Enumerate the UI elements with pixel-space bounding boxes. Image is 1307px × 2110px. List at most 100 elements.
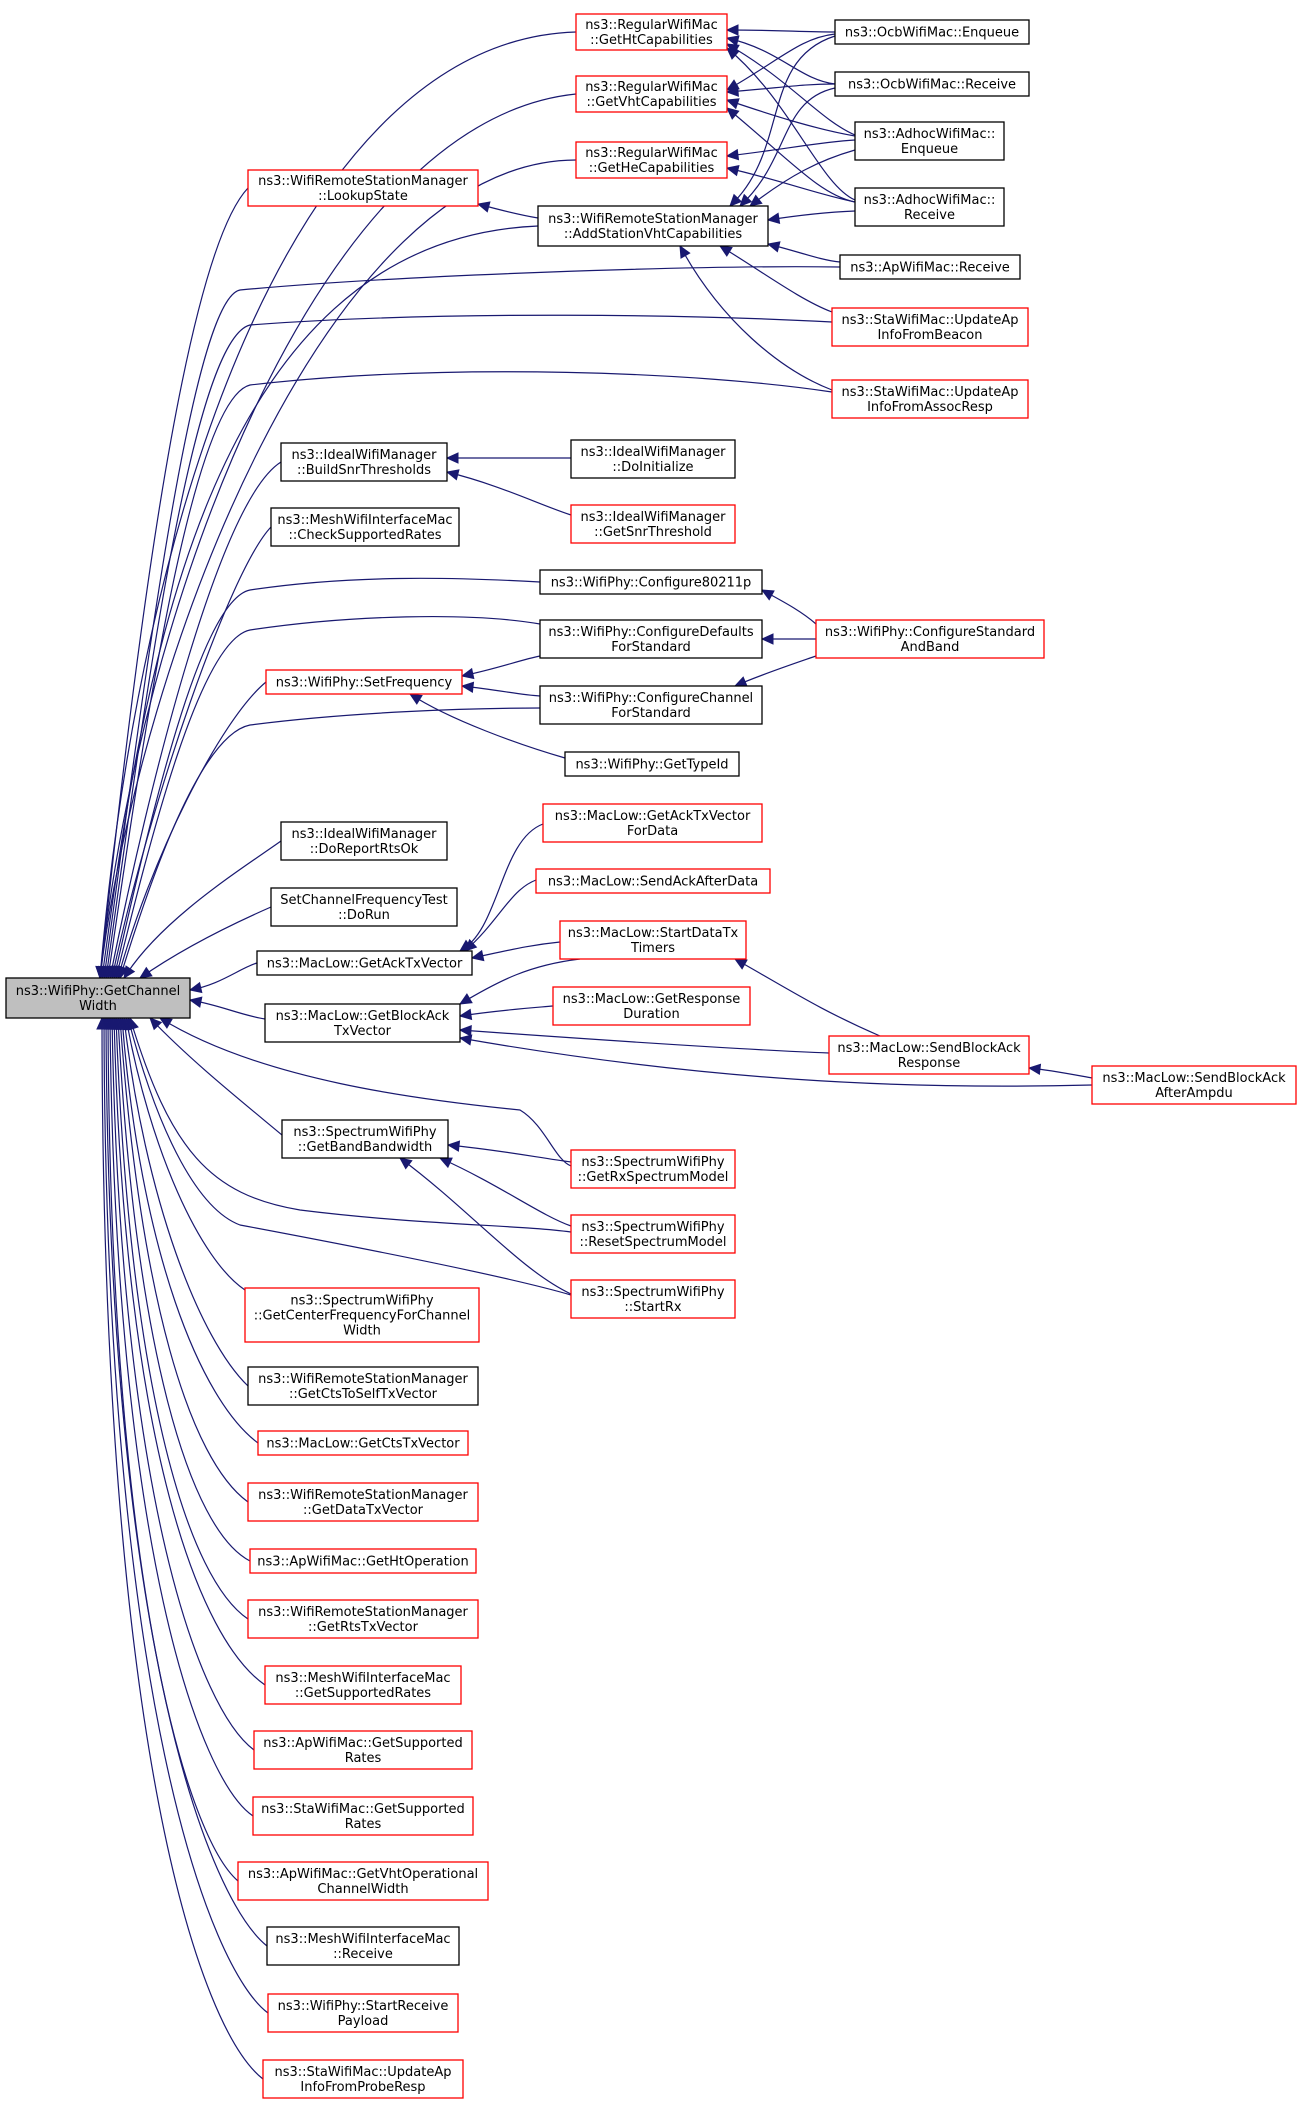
edge-root_meshsup <box>113 1017 266 1686</box>
node-box <box>834 19 1030 45</box>
node-stasup[interactable]: ns3::StaWifiMac::GetSupportedRates <box>252 1796 474 1836</box>
node-label: ns3::MacLow::GetAckTxVector <box>555 809 751 824</box>
node-apsup[interactable]: ns3::ApWifiMac::GetSupportedRates <box>253 1730 473 1770</box>
node-doinit[interactable]: ns3::IdealWifiManager::DoInitialize <box>570 439 736 479</box>
node-typeid[interactable]: ns3::WifiPhy::GetTypeId <box>564 751 740 777</box>
node-vhtop[interactable]: ns3::ApWifiMac::GetVhtOperationalChannel… <box>237 1861 489 1901</box>
node-ocbenq[interactable]: ns3::OcbWifiMac::Enqueue <box>834 19 1030 45</box>
edge-startdata_sendbaresp <box>734 958 881 1037</box>
node-htop[interactable]: ns3::ApWifiMac::GetHtOperation <box>249 1548 477 1574</box>
edge-root_htcap <box>99 31 577 979</box>
arrowhead-setfreq_confdef <box>460 667 475 680</box>
edge-root_ctsself <box>123 1017 249 1387</box>
node-sendack[interactable]: ns3::MacLow::SendAckAfterData <box>535 868 771 894</box>
node-label: InfoFromProbeResp <box>300 2080 425 2095</box>
node-getrxspec[interactable]: ns3::SpectrumWifiPhy::GetRxSpectrumModel <box>570 1149 736 1189</box>
edge-root_confchan <box>119 707 541 979</box>
edge-setfreq_confdef <box>461 655 541 677</box>
node-confdef[interactable]: ns3::WifiPhy::ConfigureDefaultsForStanda… <box>539 619 763 659</box>
edge-hecap_adhocenq <box>726 139 856 157</box>
node-label: ns3::StaWifiMac::UpdateAp <box>841 313 1018 328</box>
node-getack[interactable]: ns3::MacLow::GetAckTxVector <box>256 950 473 976</box>
edge-root_ctstx <box>121 1017 259 1444</box>
arrowhead-root_rtsok <box>123 965 136 980</box>
node-rtsok[interactable]: ns3::IdealWifiManager::DoReportRtsOk <box>280 821 448 861</box>
arrowhead-confstd_conf80211p <box>760 589 775 601</box>
node-getcenter[interactable]: ns3::SpectrumWifiPhy::GetCenterFrequency… <box>244 1287 480 1343</box>
node-meshrecv[interactable]: ns3::MeshWifiInterfaceMac::Receive <box>266 1926 460 1966</box>
node-box <box>244 1287 480 1343</box>
node-confchan[interactable]: ns3::WifiPhy::ConfigureChannelForStandar… <box>539 685 763 725</box>
node-adhocrecv[interactable]: ns3::AdhocWifiMac::Receive <box>854 187 1005 227</box>
node-vhtcap[interactable]: ns3::RegularWifiMac::GetVhtCapabilities <box>575 75 728 113</box>
arrowhead-hecap_adhocrecv <box>725 164 740 177</box>
node-label: ::DoReportRtsOk <box>310 842 419 857</box>
edge-htcap_ocbrecv <box>726 37 836 85</box>
node-ocbrecv[interactable]: ns3::OcbWifiMac::Receive <box>834 71 1030 97</box>
edge-getblockack_getresp <box>459 1005 554 1017</box>
node-label: ::ResetSpectrumModel <box>579 1235 726 1250</box>
node-ctsself[interactable]: ns3::WifiRemoteStationManager::GetCtsToS… <box>247 1366 479 1406</box>
node-setfreq[interactable]: ns3::WifiPhy::SetFrequency <box>265 669 463 695</box>
node-box <box>249 1548 477 1574</box>
arrowhead-sendbaresp_sendbaampdu <box>1027 1063 1042 1076</box>
edge-htcap_adhocenq <box>726 43 856 136</box>
node-getsnr[interactable]: ns3::IdealWifiManager::GetSnrThreshold <box>570 504 736 544</box>
node-staprobe[interactable]: ns3::StaWifiMac::UpdateApInfoFromProbeRe… <box>262 2059 464 2099</box>
node-box <box>247 169 479 207</box>
node-lookup[interactable]: ns3::WifiRemoteStationManager::LookupSta… <box>247 169 479 207</box>
node-datatx[interactable]: ns3::WifiRemoteStationManager::GetDataTx… <box>247 1482 479 1522</box>
node-conf80211p[interactable]: ns3::WifiPhy::Configure80211p <box>539 569 763 595</box>
node-hecap[interactable]: ns3::RegularWifiMac::GetHeCapabilities <box>575 141 728 179</box>
node-buildsnr[interactable]: ns3::IdealWifiManager::BuildSnrThreshold… <box>280 442 448 482</box>
node-label: ns3::MacLow::GetBlockAck <box>276 1009 450 1024</box>
node-ctstx[interactable]: ns3::MacLow::GetCtsTxVector <box>257 1430 469 1456</box>
node-box <box>5 977 191 1019</box>
edge-addvht_staassoc <box>679 245 833 391</box>
arrowhead-getband_resetspec <box>438 1157 453 1169</box>
node-box <box>539 685 763 725</box>
node-getband[interactable]: ns3::SpectrumWifiPhy::GetBandBandwidth <box>281 1119 449 1159</box>
arrowhead-startdata_sendbaresp <box>733 958 748 970</box>
arrowhead-getblockack_sendbaampdu <box>458 1034 473 1046</box>
node-label: ns3::SpectrumWifiPhy <box>581 1220 724 1235</box>
arrowhead-htcap_ocbenq <box>725 24 739 36</box>
node-box <box>270 507 460 547</box>
node-meshsup[interactable]: ns3::MeshWifiInterfaceMac::GetSupportedR… <box>264 1665 462 1705</box>
node-label: ns3::StaWifiMac::GetSupported <box>261 1802 465 1817</box>
edge-root_getband <box>149 1017 283 1136</box>
node-label: ns3::WifiPhy::ConfigureChannel <box>549 691 753 706</box>
node-label: ns3::RegularWifiMac <box>585 146 718 161</box>
edge-root_buildsnr <box>109 461 282 979</box>
node-resetspec[interactable]: ns3::SpectrumWifiPhy::ResetSpectrumModel <box>570 1214 736 1254</box>
node-addvht[interactable]: ns3::WifiRemoteStationManager::AddStatio… <box>537 205 769 247</box>
node-label: ns3::ApWifiMac::GetHtOperation <box>257 1555 468 1570</box>
node-setchtest[interactable]: SetChannelFrequencyTest::DoRun <box>270 887 458 927</box>
node-label: ForStandard <box>611 706 690 721</box>
node-adhocenq[interactable]: ns3::AdhocWifiMac::Enqueue <box>854 121 1005 161</box>
node-label: ns3::WifiRemoteStationManager <box>548 212 758 227</box>
node-rtstx[interactable]: ns3::WifiRemoteStationManager::GetRtsTxV… <box>247 1599 479 1639</box>
node-htcap[interactable]: ns3::RegularWifiMac::GetHtCapabilities <box>575 13 728 51</box>
node-label: SetChannelFrequencyTest <box>280 893 447 908</box>
node-aprecv[interactable]: ns3::ApWifiMac::Receive <box>839 254 1021 280</box>
edge-root_datatx <box>119 1017 249 1503</box>
node-box <box>575 141 728 179</box>
node-checksup[interactable]: ns3::MeshWifiInterfaceMac::CheckSupporte… <box>270 507 460 547</box>
node-label: Width <box>343 1324 381 1339</box>
edge-getband_getrxspec <box>447 1144 572 1163</box>
node-label: ::GetCtsToSelfTxVector <box>289 1387 438 1402</box>
node-label: Width <box>79 999 117 1014</box>
node-staassoc[interactable]: ns3::StaWifiMac::UpdateApInfoFromAssocRe… <box>831 379 1029 419</box>
node-startrx[interactable]: ns3::SpectrumWifiPhy::StartRx <box>570 1279 736 1319</box>
